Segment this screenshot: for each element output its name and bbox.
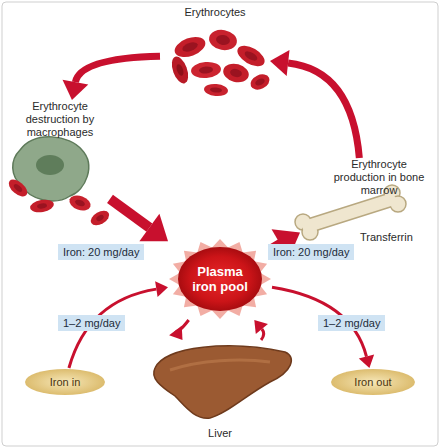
flow-arrow [75, 56, 160, 82]
arrow-head [169, 326, 182, 340]
macrophage-group: Erythrocyte destruction by macrophages [10, 100, 110, 225]
liver [154, 346, 292, 418]
flow-rate-label: Iron: 20 mg/day [58, 244, 144, 260]
node-label: Plasma iron pool [187, 264, 253, 294]
flow-arrow [288, 63, 359, 158]
macrophage [6, 137, 112, 228]
connector-line [110, 199, 149, 228]
arrow-head [63, 80, 89, 100]
burst-core [178, 247, 262, 311]
node-label: Erythrocyte production in bone marrow [333, 158, 425, 197]
arrow-head [155, 281, 168, 297]
arrow-head [254, 320, 268, 334]
arrow-head [139, 214, 168, 241]
connector-line [75, 56, 160, 82]
flow-rate-label: 1–2 mg/day [58, 315, 125, 331]
sink-oval: Iron out [330, 368, 416, 396]
connector-line [261, 329, 264, 340]
oval-fill [331, 369, 415, 395]
arrow-head [270, 50, 290, 76]
bone-marrow-group: Erythrocyte production in bone marrow [300, 158, 425, 234]
cell-group: Erythrocytes [160, 6, 270, 104]
node-label: Iron in [25, 376, 105, 389]
source-oval: Iron in [24, 368, 106, 396]
flow-rate-label: 1–2 mg/day [318, 315, 385, 331]
node-label: Iron out [331, 376, 415, 389]
erythrocyte-cluster [169, 28, 272, 97]
node-label: Erythrocytes [160, 6, 270, 19]
oval-fill [25, 369, 105, 395]
node-label: Liver [170, 427, 270, 440]
part-label: Transferrin [360, 231, 413, 244]
flow-rate-label: Iron: 20 mg/day [268, 244, 354, 260]
connector-line [288, 63, 359, 158]
arrow-head [359, 355, 374, 368]
node-label: Erythrocyte destruction by macrophages [18, 100, 102, 139]
iron-pool-burst: Plasma iron pool [168, 238, 272, 320]
burst-glow [169, 239, 271, 319]
flow-arrow [110, 199, 149, 228]
liver-group: Liver [150, 340, 290, 440]
flow-arrow [261, 329, 264, 340]
